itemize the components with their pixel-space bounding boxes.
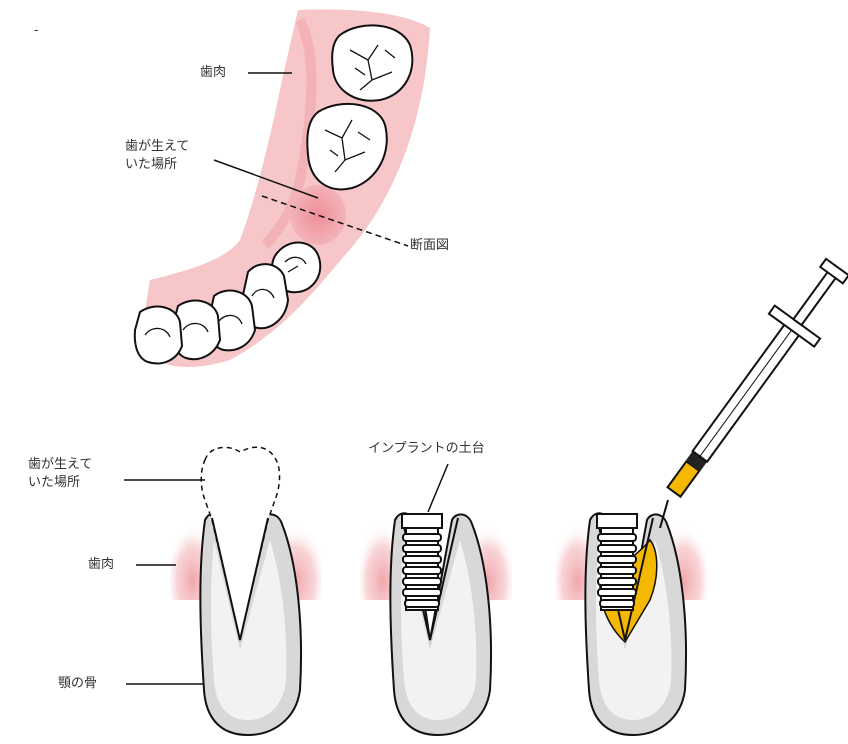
implant-leader [428,464,448,512]
syringe [651,251,848,528]
tooth-site-label-top: 歯が生えて いた場所 [125,138,189,174]
tooth-site-line-2: いた場所 [28,474,92,492]
section-extraction [124,447,322,735]
implant-fixture-3 [597,514,637,610]
implant-fixture [402,514,442,610]
section-implant [360,464,512,735]
implant-base-label: インプラントの土台 [368,440,485,458]
jaw-arch-top-view [135,9,430,367]
bone-label: 顎の骨 [58,675,97,693]
extraction-site-spot [290,185,346,245]
corner-dash: - [34,22,39,40]
section-label: 断面図 [410,237,449,255]
tooth-site-line-1: 歯が生えて [125,138,189,156]
gum-label-bottom: 歯肉 [88,556,114,574]
tooth-site-line-1: 歯が生えて [28,456,92,474]
tooth-site-label-bottom: 歯が生えて いた場所 [28,456,92,492]
molar-upper [332,25,412,100]
tooth-site-line-2: いた場所 [125,156,189,174]
section-graft [555,251,848,735]
gum-label-top: 歯肉 [200,64,226,82]
